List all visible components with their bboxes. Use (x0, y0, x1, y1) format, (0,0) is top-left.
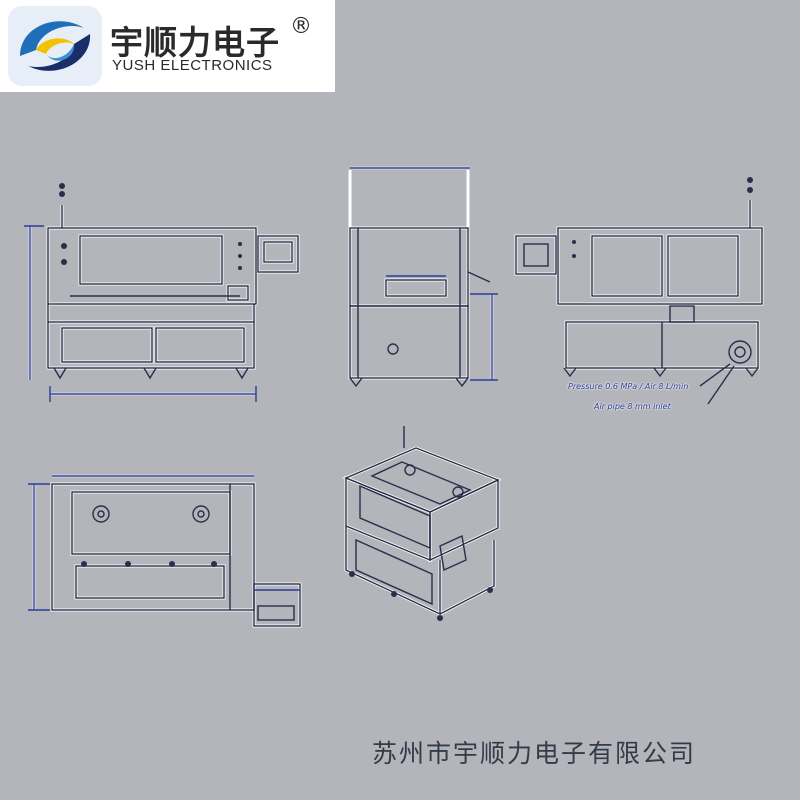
company-name: 苏州市宇顺力电子有限公司 (372, 739, 697, 768)
annotation-air-inlet: Air pipe 8 mm inlet (594, 402, 671, 411)
front-view (24, 183, 300, 402)
rear-view (514, 177, 764, 405)
brand-name-en: YUSH ELECTRONICS (112, 57, 273, 74)
isometric-view (342, 426, 502, 621)
registered-mark: ® (290, 14, 312, 39)
logo-panel: 宇顺力电子 ® YUSH ELECTRONICS (0, 0, 335, 92)
side-view (348, 166, 498, 388)
brand-name-cn: 宇顺力电子 (110, 23, 280, 62)
top-view (28, 474, 302, 628)
annotation-air-pressure: Pressure 0.6 MPa / Air 8 L/min (568, 382, 689, 391)
company-logo-icon (8, 6, 102, 86)
